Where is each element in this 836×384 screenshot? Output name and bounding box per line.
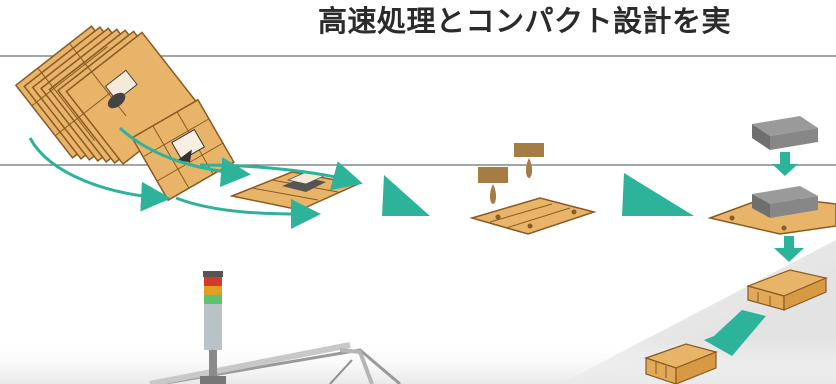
signal-tower-icon: [200, 271, 226, 384]
blank-positioning-icon: [131, 98, 235, 202]
stacked-blanks-icon: [14, 25, 200, 166]
output-tray-icon: [644, 343, 718, 384]
output-arrow: [704, 310, 766, 356]
finished-tray-icon: [746, 269, 828, 311]
glue-application-icon: [469, 143, 597, 235]
press-forming-icon: [707, 116, 836, 235]
down-arrow-icon: [774, 236, 804, 262]
step-arrow-1: [382, 175, 430, 216]
transfer-arrows: [28, 126, 363, 230]
header-subtitle: ー・・・・・・・・・・・・・・・・・・・・・・: [320, 0, 836, 13]
step-arrow-2: [622, 173, 694, 216]
page-title: 高速処理とコンパクト設計を実: [318, 4, 732, 38]
